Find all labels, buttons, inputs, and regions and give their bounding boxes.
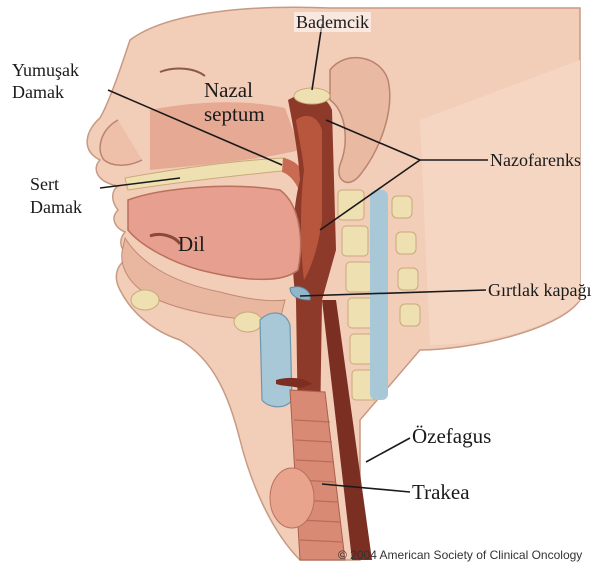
spinal-discs bbox=[370, 190, 388, 400]
label-nazal-septum-line2: septum bbox=[204, 102, 265, 126]
adenoid bbox=[294, 88, 330, 104]
hyoid bbox=[234, 312, 262, 332]
larynx bbox=[260, 313, 292, 407]
thyroid bbox=[270, 468, 314, 528]
label-sert-damak-line1: Sert bbox=[30, 174, 59, 194]
label-nazal-septum-line1: Nazal bbox=[204, 78, 253, 102]
jaw-bone bbox=[131, 290, 159, 310]
leader-ozefagus bbox=[366, 438, 410, 462]
label-sert-damak-line2: Damak bbox=[30, 197, 82, 217]
label-dil: Dil bbox=[178, 232, 205, 256]
label-trakea: Trakea bbox=[412, 480, 470, 504]
label-girtlak-kapagi: Gırtlak kapağı bbox=[488, 280, 591, 300]
label-bademcik: Bademcik bbox=[294, 12, 371, 32]
label-yumusak-damak-line2: Damak bbox=[12, 82, 64, 102]
label-yumusak-damak-line1: Yumuşak bbox=[12, 60, 79, 80]
label-nazofarenks: Nazofarenks bbox=[490, 150, 581, 170]
copyright-notice: © 2004 American Society of Clinical Onco… bbox=[338, 548, 582, 562]
label-ozefagus: Özefagus bbox=[412, 424, 491, 448]
